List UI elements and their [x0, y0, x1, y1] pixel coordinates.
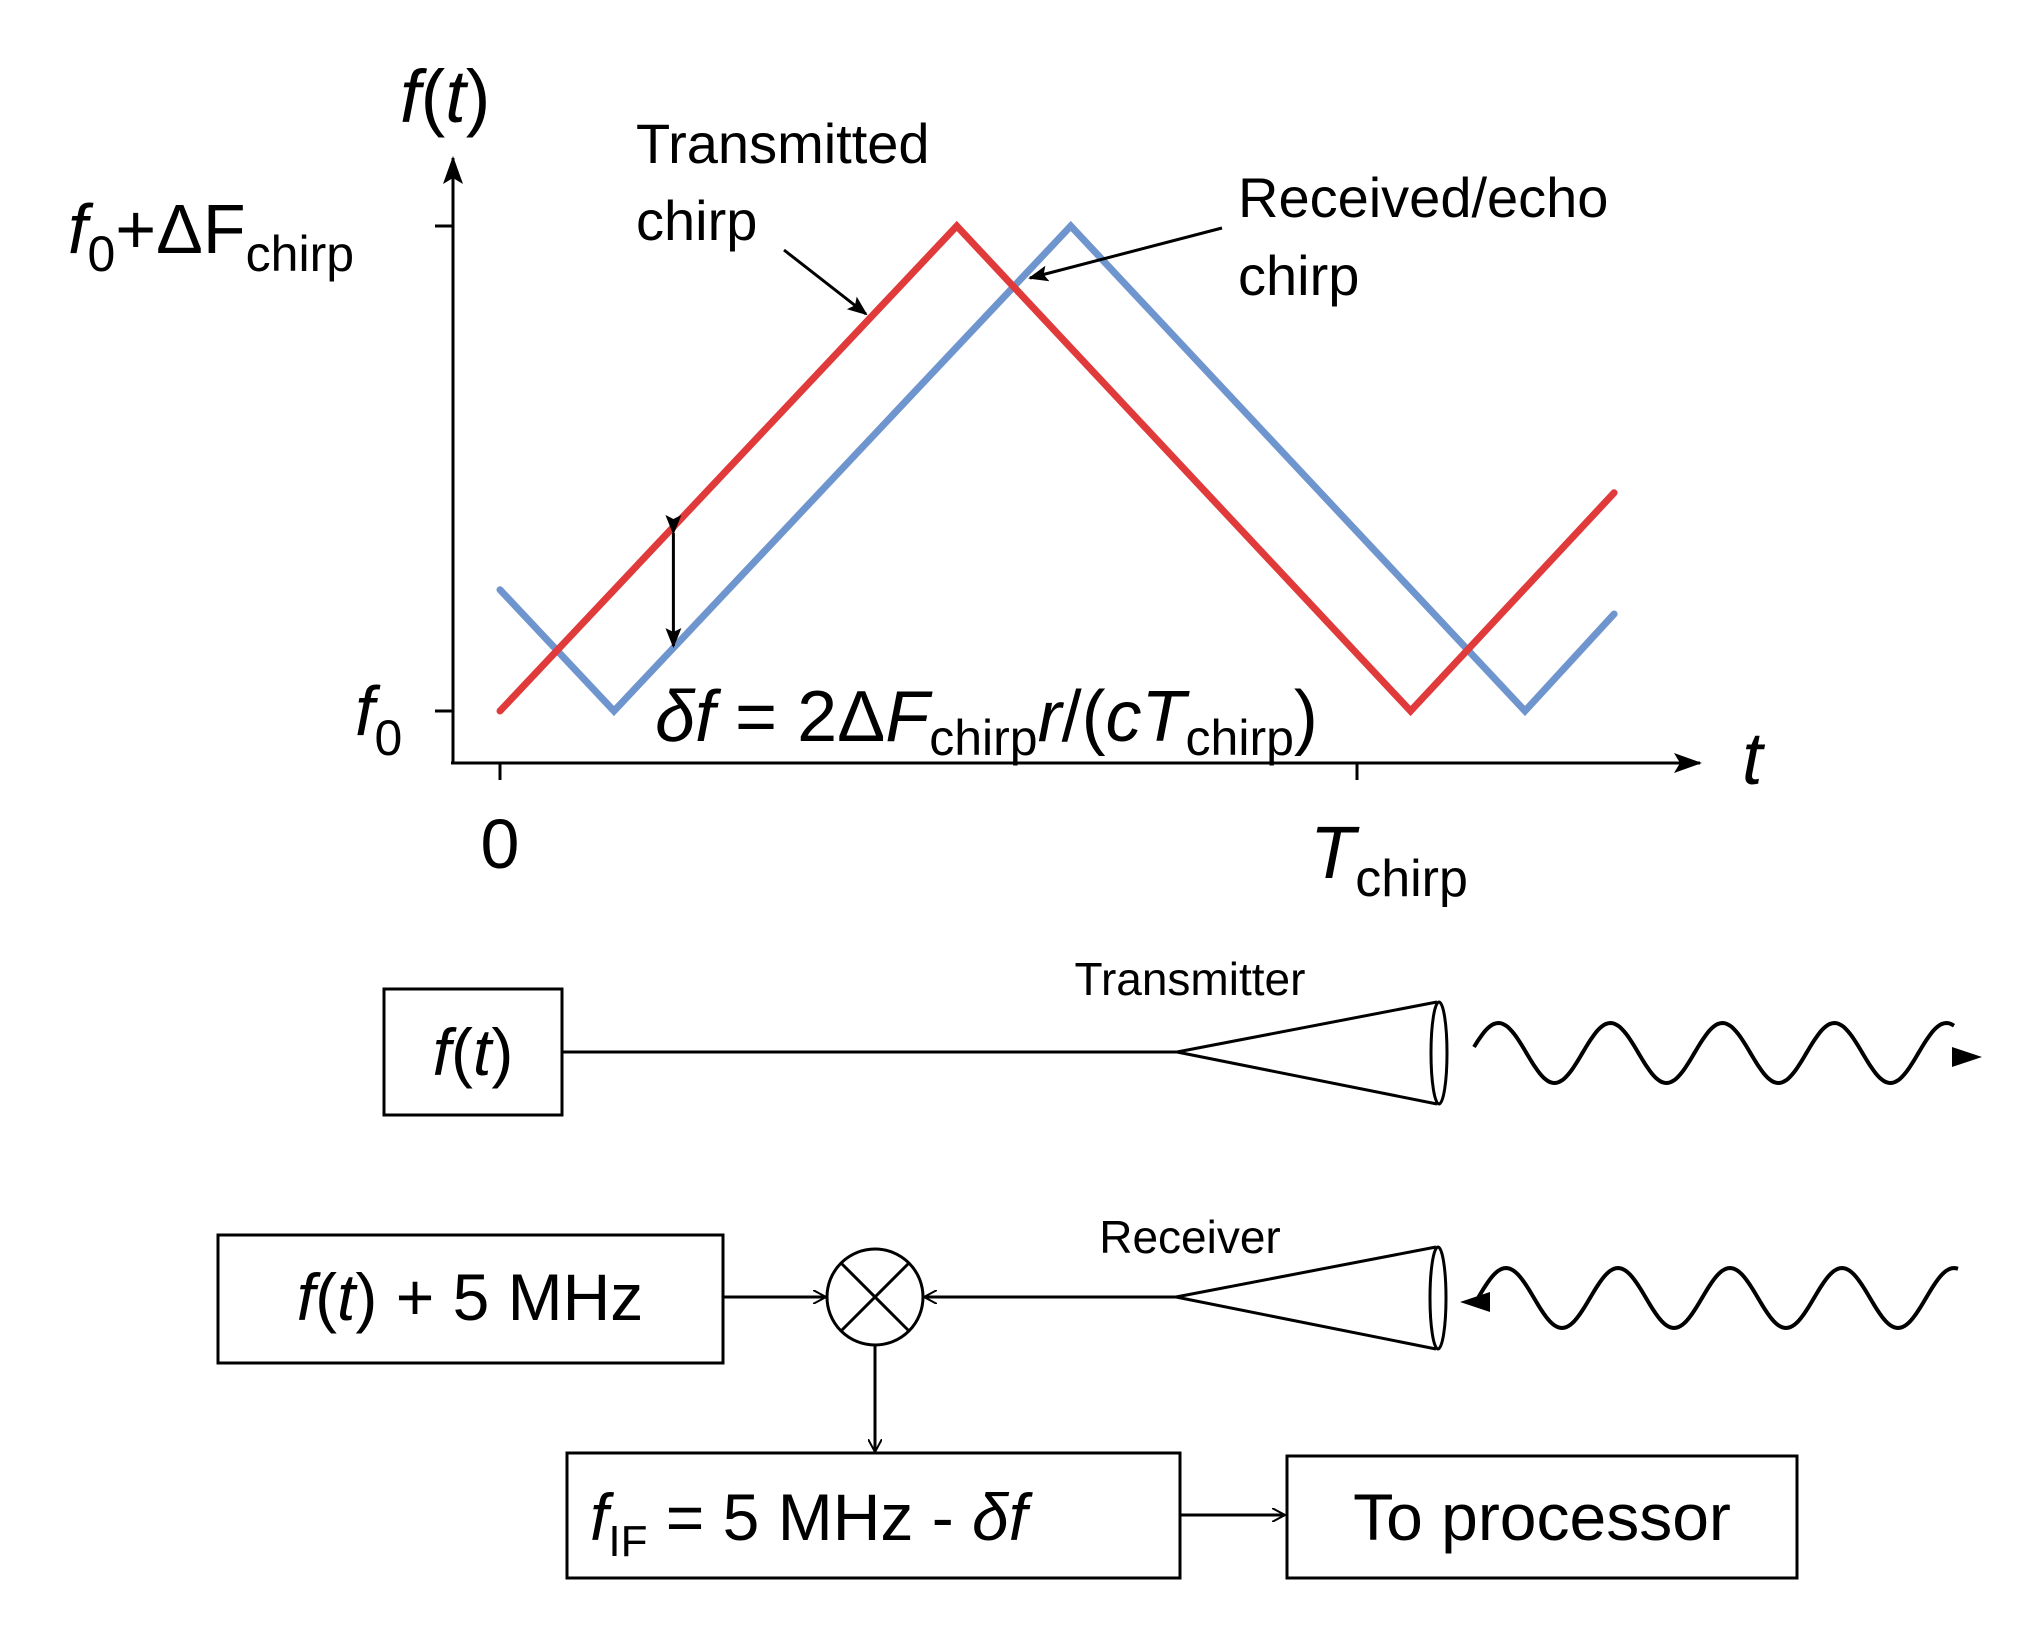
- x-axis-label: t: [1742, 717, 1766, 800]
- y-tick-label-top: f0+ΔFchirp: [68, 190, 354, 282]
- lo-box-label: f(t) + 5 MHz: [297, 1260, 644, 1334]
- transmitted-chirp-arrow: [783, 248, 868, 316]
- transmit-antenna-icon: [1176, 1000, 1449, 1106]
- processor-box: [1285, 1454, 1799, 1580]
- transmitted-chirp-line: [496, 220, 1618, 717]
- delta-f-formula: δf = 2ΔFchirpr/(cTchirp): [655, 677, 1318, 766]
- source-box-label: f(t): [433, 1015, 514, 1089]
- transmitted-wave-arrowhead: [1952, 1047, 1982, 1067]
- processor-box-label: To processor: [1353, 1480, 1731, 1554]
- if-box-label: fIF = 5 MHz - δf: [590, 1480, 1034, 1566]
- receive-antenna-icon: [1175, 1245, 1448, 1351]
- receiver-chain: f(t) + 5 MHz Receiver fIF = 5 MHz - δf T…: [216, 1211, 1959, 1580]
- received-chirp-arrow: [1028, 226, 1223, 282]
- x-tick-label-Tchirp: Tchirp: [1310, 811, 1468, 908]
- received-chirp-line: [496, 220, 1618, 717]
- lo-box: [216, 1233, 725, 1365]
- x-tick-label-0: 0: [481, 805, 520, 883]
- transmitter-label: Transmitter: [1075, 953, 1306, 1005]
- received-wave-arrowhead: [1460, 1292, 1490, 1312]
- transmitted-chirp-label: Transmitted chirp: [636, 112, 945, 252]
- received-wave-icon: [1476, 1265, 1959, 1331]
- transmitted-wave-icon: [1472, 1020, 1956, 1086]
- y-axis-label: f(t): [400, 55, 490, 138]
- chirp-chart: f(t) t f0+ΔFchirp f0 0 Tchirp Transmitte…: [68, 55, 1766, 908]
- mixer-icon: [825, 1247, 925, 1347]
- received-chirp-label: Received/echo chirp: [1238, 166, 1624, 307]
- receiver-label: Receiver: [1099, 1211, 1281, 1263]
- y-tick-label-bottom: f0: [355, 672, 402, 766]
- transmitter-chain: f(t) Transmitter: [382, 953, 1982, 1117]
